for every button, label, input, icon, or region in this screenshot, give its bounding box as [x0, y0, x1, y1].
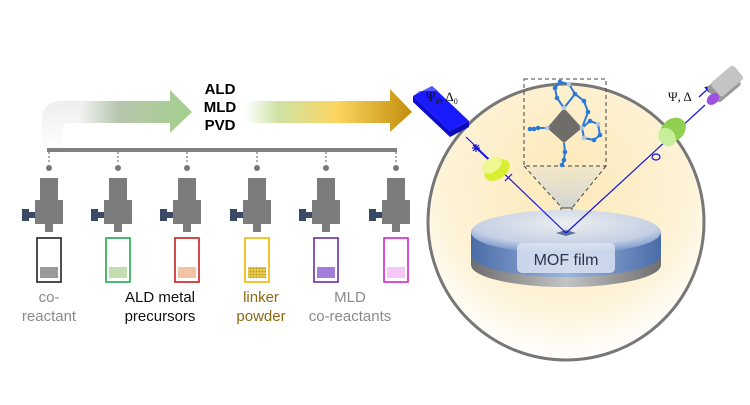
atoms: [527, 79, 603, 168]
source-body-upper: [109, 178, 127, 200]
crucible-material: [317, 267, 335, 278]
reflected-label: Ψ, Δ: [668, 89, 692, 104]
caption-ald-metal-2: precursors: [125, 308, 196, 325]
cone-line-right: [571, 165, 607, 209]
linear-polarization-symbol: [504, 173, 513, 182]
source-body-lower: [173, 200, 201, 224]
caption-mld-2: co-reactants: [309, 308, 392, 325]
source-unit-co-reactant: [22, 152, 63, 283]
manifold-bar: [47, 148, 397, 152]
source-body-upper: [317, 178, 335, 200]
source-body-upper: [248, 178, 266, 200]
source-body-upper: [178, 178, 196, 200]
source-unit-mld-2: [369, 152, 410, 283]
mof-molecule: [527, 79, 603, 168]
caption-linker-1: linker: [243, 289, 279, 306]
incident-beam: [465, 136, 567, 234]
source-body-lower: [312, 200, 340, 224]
caption-co-reactant-2: reactant: [22, 308, 77, 325]
process-label-ald: ALD: [205, 81, 236, 98]
feed-bend: [42, 101, 90, 152]
source-neck: [392, 224, 400, 232]
flow-arrow-green: [80, 90, 192, 133]
valve-knob: [299, 209, 312, 221]
process-label-pvd: PVD: [205, 117, 236, 134]
molecule-inset-box: [523, 78, 607, 167]
metal-tetrahedron: [547, 108, 582, 143]
feed-nozzle: [393, 165, 399, 171]
source-unit-ald-metal-1: [91, 152, 132, 283]
valve-knob: [230, 209, 243, 221]
feed-nozzle: [254, 165, 260, 171]
source-body-lower: [35, 200, 63, 224]
crucible-material: [178, 267, 196, 278]
crucible-material: [248, 267, 266, 278]
source-neck: [45, 224, 53, 232]
source-units: [22, 152, 410, 283]
source-unit-linker: [230, 152, 271, 283]
source-body-lower: [104, 200, 132, 224]
incident-label: Ψ0, Δ0: [426, 89, 458, 106]
sample-label: MOF film: [534, 252, 599, 269]
nitrogen-atoms: [544, 81, 601, 141]
source-neck: [183, 224, 191, 232]
crucible-material: [387, 267, 405, 278]
cone-line-left: [523, 165, 563, 209]
caption-ald-metal-1: ALD metal: [125, 289, 195, 306]
source-neck: [322, 224, 330, 232]
flow-arrow-gold: [245, 89, 412, 132]
zoom-cone: [525, 166, 605, 208]
feed-nozzle: [46, 165, 52, 171]
valve-knob: [369, 209, 382, 221]
source-neck: [114, 224, 122, 232]
process-label-mld: MLD: [204, 99, 237, 116]
detector: [706, 65, 744, 105]
source-body-lower: [382, 200, 410, 224]
source-body-upper: [387, 178, 405, 200]
feed-nozzle: [184, 165, 190, 171]
source-body-lower: [243, 200, 271, 224]
valve-knob: [160, 209, 173, 221]
caption-linker-2: powder: [236, 308, 285, 325]
source-unit-mld-1: [299, 152, 340, 283]
crucible-material: [40, 267, 58, 278]
compensator: [658, 117, 686, 147]
light-source: [413, 86, 469, 137]
source-body-upper: [40, 178, 58, 200]
source-neck: [253, 224, 261, 232]
caption-mld-1: MLD: [334, 289, 366, 306]
feed-nozzle: [115, 165, 121, 171]
source-unit-ald-metal-2: [160, 152, 201, 283]
polarizer: [482, 156, 510, 181]
elliptical-polarization-symbol: [651, 153, 661, 161]
valve-knob: [91, 209, 104, 221]
sample-label-box: [517, 243, 615, 273]
crucible-material: [109, 267, 127, 278]
feed-nozzle: [323, 165, 329, 171]
caption-co-reactant-1: co-: [39, 289, 60, 306]
valve-knob: [22, 209, 35, 221]
